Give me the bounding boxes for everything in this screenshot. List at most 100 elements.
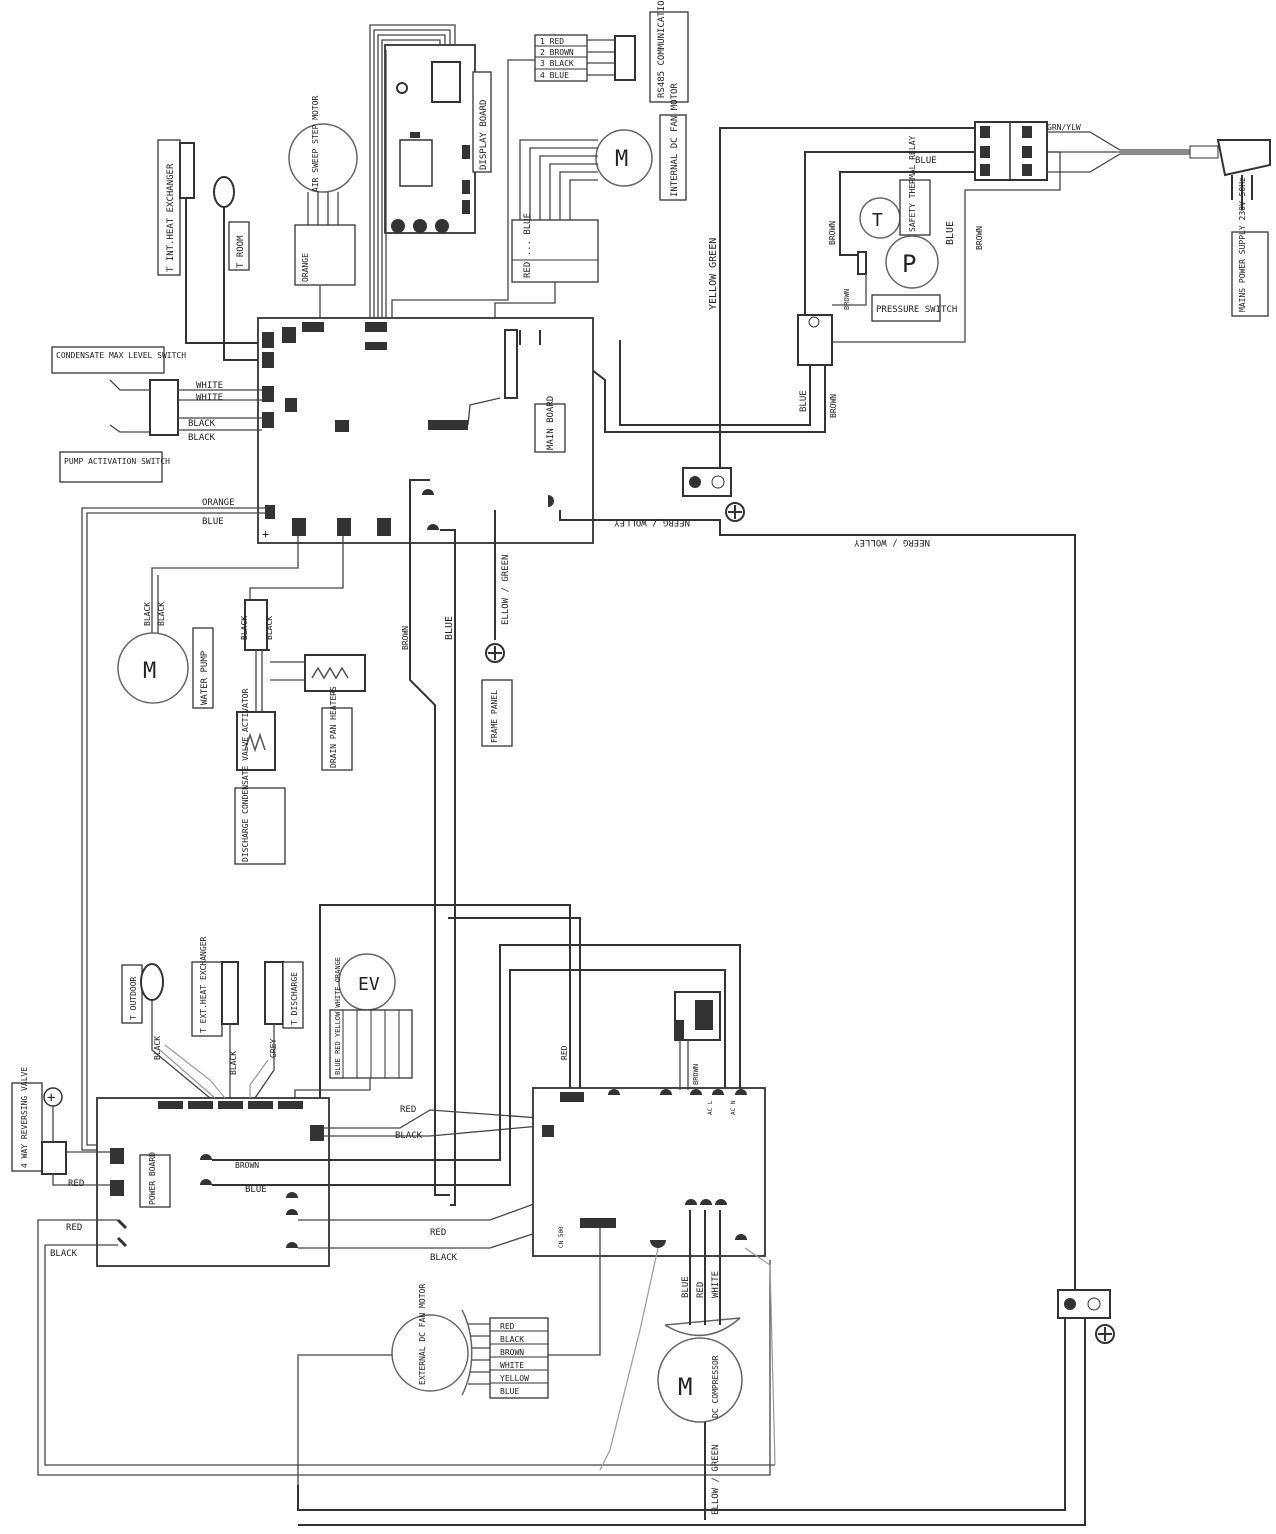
- ellow-green-label: ELLOW / GREEN: [501, 555, 511, 625]
- ac-l-label: AC L: [707, 1100, 714, 1115]
- pressure-p: P: [902, 250, 916, 278]
- dv-black-1: BLACK: [240, 616, 249, 640]
- blue-p-label: BLUE: [245, 1185, 267, 1195]
- black-1: BLACK: [188, 419, 216, 429]
- t-outdoor-label: T OUTDOOR: [129, 976, 138, 1020]
- safety-label: SAFETY THERMAL RELAY: [908, 135, 917, 232]
- mains-power-label: MAINS POWER SUPPLY 230V 50Hz: [1238, 177, 1247, 312]
- yg-rev-2: NEERG / WOLLEY: [854, 537, 930, 547]
- brown-fuse-label: BROWN: [692, 1064, 700, 1085]
- compressor-board: CN 500 AC N AC L BROWN: [532, 991, 766, 1257]
- dv-black-2: BLACK: [265, 616, 274, 640]
- white-2: WHITE: [196, 393, 223, 403]
- ext-fan-wire-3: BROWN: [500, 1348, 524, 1357]
- cn500-label: CN 500: [558, 1226, 565, 1248]
- black-e-label: BLACK: [430, 1253, 458, 1263]
- discharge-valve: BLACK BLACK DRAIN PAN HEATERS DISCHARGE …: [234, 536, 366, 865]
- white-1: WHITE: [196, 381, 223, 391]
- comp-wire-red: RED: [696, 1282, 706, 1298]
- display-board: DISPLAY BOARD: [384, 44, 492, 234]
- red-a-label: RED: [68, 1179, 84, 1189]
- main-board-plus: +: [262, 527, 269, 541]
- air-sweep-wire-orange: ORANGE: [301, 253, 310, 282]
- water-pump-m: M: [143, 659, 156, 684]
- water-pump-label: WATER PUMP: [200, 650, 210, 705]
- ev-wires: BLUE RED YELLOW WHITE ORANGE: [334, 957, 342, 1075]
- pump-activation-label: PUMP ACTIVATION SWITCH: [64, 457, 170, 466]
- rs485-wire-2: 2 BROWN: [540, 48, 574, 57]
- four-way-label: 4 WAY REVERSING VALVE: [20, 1067, 29, 1168]
- ac-n-label: AC N: [730, 1100, 737, 1115]
- ext-fan-label: EXTERNAL DC FAN MOTOR: [418, 1284, 427, 1385]
- four-way-valve: 4 WAY REVERSING VALVE + RED RED BLACK: [11, 1067, 775, 1476]
- orange-label: ORANGE: [202, 498, 235, 508]
- rs485-port: 1 RED 2 BROWN 3 BLACK 4 BLUE RS485 COMMU…: [391, 0, 689, 320]
- int-fan-motor-m: M: [615, 147, 628, 172]
- comp-ellow-green: ELLOW / GREEN: [711, 1445, 721, 1515]
- air-sweep-motor: AIR SWEEP STEP MOTOR ORANGE: [288, 95, 358, 320]
- ext-fan-wire-5: YELLOW: [500, 1374, 529, 1383]
- comp-wire-blue: BLUE: [681, 1276, 691, 1298]
- outdoor-sensors: T OUTDOOR BLACK T EXT.HEAT EXCHANGER BLA…: [121, 936, 304, 1099]
- black-a-label: BLACK: [153, 1036, 162, 1060]
- brown-sw-label: BROWN: [843, 289, 851, 310]
- mains-area: GRN/YLW MAINS POWER SUPPLY 230V 50Hz YEL…: [539, 121, 1271, 470]
- grey-label: GREY: [269, 1039, 278, 1058]
- rs485-wire-3: 3 BLACK: [540, 59, 574, 68]
- rs485-label: RS485 COMMUNICATION PORT: [657, 0, 667, 98]
- troom-label: T ROOM: [236, 235, 246, 268]
- t-discharge-label: T DISCHARGE: [290, 972, 299, 1025]
- ev-valve: EV BLUE RED YELLOW WHITE ORANGE: [294, 953, 413, 1098]
- brown-trunk-label: BROWN: [401, 626, 410, 650]
- heat-exchanger-label: T INT.HEAT EXCHANGER: [166, 163, 176, 272]
- dc-compressor: M DC COMPRESSOR BLUE RED WHITE ELLOW / G…: [599, 1210, 776, 1520]
- brown-p-label: BROWN: [235, 1161, 259, 1170]
- black-b-label: BLACK: [229, 1051, 238, 1075]
- black-d-label: BLACK: [395, 1131, 423, 1141]
- blue-right-label: BLUE: [945, 221, 956, 245]
- black-c-label: BLACK: [50, 1249, 78, 1259]
- t-ext-label: T EXT.HEAT EXCHANGER: [199, 936, 208, 1033]
- ext-fan-wire-1: RED: [500, 1322, 515, 1331]
- yg-rev-1: NEERG / WOLLEY: [614, 517, 690, 527]
- blue-top-label: BLUE: [915, 156, 937, 166]
- discharge-label: DISCHARGE CONDENSATE VALVE ACTIVATOR: [241, 688, 250, 862]
- red-top-label: RED: [560, 1045, 569, 1060]
- blue-trunk-label: BLUE: [444, 616, 455, 640]
- brown-right-label: BROWN: [975, 226, 984, 250]
- ev-label: EV: [358, 974, 380, 995]
- display-board-label: DISPLAY BOARD: [479, 100, 489, 170]
- four-way-plus: +: [47, 1090, 55, 1106]
- int-fan-conn-label: RED ... BLUE: [523, 213, 533, 278]
- power-board: POWER BOARD: [96, 1097, 330, 1267]
- sensor-light-wires: [159, 1044, 269, 1099]
- red-c-label: RED: [400, 1105, 416, 1115]
- display-harness: [369, 24, 456, 320]
- power-board-label: POWER BOARD: [148, 1152, 157, 1205]
- condensate-label: CONDENSATE MAX LEVEL SWITCH: [56, 351, 186, 360]
- yellow-green-top: YELLOW GREEN: [708, 238, 719, 310]
- ext-fan-wire-2: BLACK: [500, 1335, 524, 1344]
- external-fan-motor: EXTERNAL DC FAN MOTOR RED BLACK BROWN WH…: [297, 1228, 601, 1485]
- ext-fan-wire-6: BLUE: [500, 1387, 519, 1396]
- brown-mid-label: BROWN: [829, 394, 838, 418]
- red-d-label: RED: [430, 1228, 446, 1238]
- compressor-label: DC COMPRESSOR: [711, 1355, 720, 1418]
- main-board-label: MAIN BOARD: [546, 396, 556, 450]
- black-2: BLACK: [188, 433, 216, 443]
- condensate-switch: CONDENSATE MAX LEVEL SWITCH WHITE WHITE …: [51, 346, 262, 483]
- safety-t: T: [872, 210, 883, 231]
- rs485-wire-1: 1 RED: [540, 37, 564, 46]
- frame-panel-label: FRAME PANEL: [490, 690, 499, 743]
- yg-right: NEERG / WOLLEY NEERG / WOLLEY: [297, 467, 1115, 1526]
- red-b-label: RED: [66, 1223, 82, 1233]
- main-board: MAIN BOARD +: [257, 317, 594, 544]
- rs485-wire-4: 4 BLUE: [540, 71, 569, 80]
- pressure-label: PRESSURE SWITCH: [876, 305, 957, 315]
- ext-fan-wire-4: WHITE: [500, 1361, 524, 1370]
- earth-term-label: GRN/YLW: [1047, 123, 1081, 132]
- air-sweep-label: AIR SWEEP STEP MOTOR: [311, 95, 320, 192]
- compressor-m: M: [678, 1373, 692, 1401]
- brown-blue-trunk: BROWN BLUE ELLOW / GREEN FRAME PANEL: [401, 479, 513, 1206]
